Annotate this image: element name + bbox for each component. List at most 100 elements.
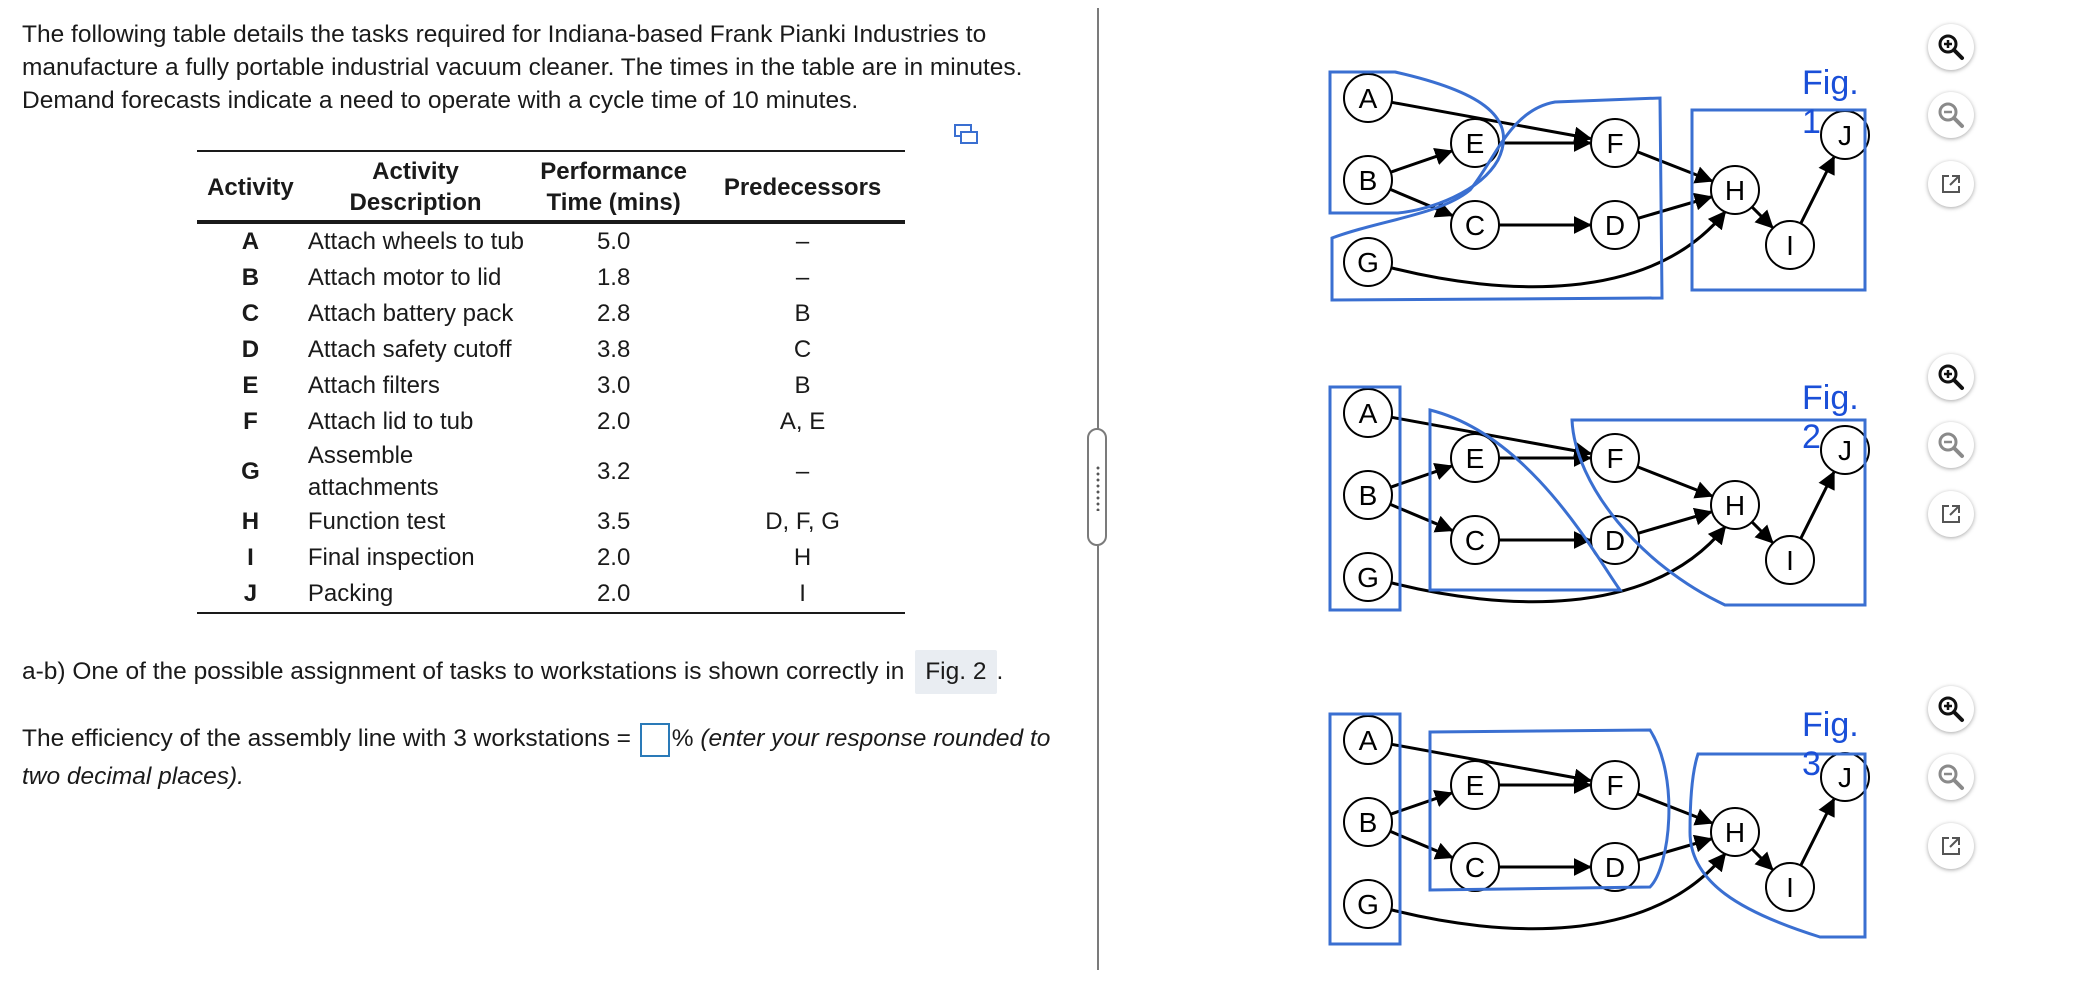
cell-description: Packing xyxy=(303,576,528,614)
node-f-label: F xyxy=(1606,128,1623,159)
edge-I-J xyxy=(1799,470,1836,540)
node-f-circle xyxy=(1590,433,1640,483)
open-external-icon xyxy=(1939,502,1963,526)
question-efficiency: The efficiency of the assembly line with… xyxy=(22,720,1072,796)
node-g-label: G xyxy=(1357,247,1379,278)
edge-B-E xyxy=(1390,147,1454,174)
node-g-label: G xyxy=(1357,889,1379,920)
efficiency-input[interactable] xyxy=(639,722,670,757)
node-i-label: I xyxy=(1786,872,1794,903)
cell-time: 2.0 xyxy=(596,408,631,435)
cell-time: 3.2 xyxy=(596,458,631,485)
zoom-in-icon xyxy=(1937,695,1965,723)
cell-time: 2.0 xyxy=(596,544,631,571)
zoom-out-button-fig3[interactable] xyxy=(1928,754,1974,800)
cell-description: Final inspection xyxy=(307,544,475,571)
node-i-circle xyxy=(1765,862,1815,912)
cell-description: Function test xyxy=(307,508,446,535)
node-a-label: A xyxy=(1359,83,1378,114)
node-a-circle xyxy=(1343,73,1393,123)
figure-label: Fig. 1 xyxy=(1802,64,1859,141)
zoom-in-icon xyxy=(1937,363,1965,391)
cell-description: Assemble attachments xyxy=(307,442,439,501)
header-description: Activity Description xyxy=(303,150,528,224)
cell-predecessors: – xyxy=(795,228,810,255)
cell-activity: A xyxy=(241,228,260,255)
edge-D-H xyxy=(1637,834,1713,862)
zoom-in-button-fig2[interactable] xyxy=(1928,354,1974,400)
node-d-label: D xyxy=(1605,210,1625,241)
edge-B-C xyxy=(1389,187,1454,218)
node-c-label: C xyxy=(1465,210,1485,241)
cell-description: Attach lid to tub xyxy=(307,408,474,435)
node-e-circle xyxy=(1450,433,1500,483)
answer-dropdown[interactable]: Fig. 2 xyxy=(915,650,997,694)
node-f-circle xyxy=(1590,760,1640,810)
edge-A-F xyxy=(1391,415,1593,460)
node-e-label: E xyxy=(1466,443,1485,474)
open-external-button-fig3[interactable] xyxy=(1928,823,1974,869)
cell-description: Attach filters xyxy=(307,372,440,399)
question-ab-period: . xyxy=(996,658,1004,685)
cell-activity: E xyxy=(242,372,259,399)
node-g-label: G xyxy=(1357,562,1379,593)
cell-predecessors: B xyxy=(794,372,811,399)
zoom-out-button-fig1[interactable] xyxy=(1928,92,1974,138)
efficiency-unit: % xyxy=(671,725,694,752)
question-panel: The following table details the tasks re… xyxy=(22,21,1072,796)
zoom-out-button-fig2[interactable] xyxy=(1928,422,1974,468)
cell-predecessors: C xyxy=(793,336,812,363)
cell-activity: F xyxy=(243,408,258,435)
cell-activity: D xyxy=(241,336,260,363)
header-predecessors: Predecessors xyxy=(700,150,905,224)
node-j-label: J xyxy=(1838,435,1852,466)
workstation-boundary-1 xyxy=(1328,385,1402,612)
node-a-circle xyxy=(1343,715,1393,765)
node-j-circle xyxy=(1820,425,1870,475)
zoom-in-button-fig3[interactable] xyxy=(1928,686,1974,732)
task-table: Activity Activity Description Performanc… xyxy=(197,150,905,614)
cell-predecessors: D, F, G xyxy=(765,508,840,535)
figure-label: Fig. 2 xyxy=(1802,379,1859,456)
header-time-line2: Time (mins) xyxy=(546,189,681,216)
question-ab: a-b) One of the possible assignment of t… xyxy=(22,650,1003,694)
edge-F-H xyxy=(1636,465,1714,499)
cell-time: 3.5 xyxy=(596,508,631,535)
zoom-in-button-fig1[interactable] xyxy=(1928,24,1974,70)
cell-predecessors: B xyxy=(794,300,811,327)
edge-H-I xyxy=(1750,520,1774,544)
node-d-circle xyxy=(1590,515,1640,565)
node-j-label: J xyxy=(1838,762,1852,793)
open-external-button-fig2[interactable] xyxy=(1928,491,1974,537)
edge-I-J xyxy=(1799,155,1836,225)
question-ab-text: a-b) One of the possible assignment of t… xyxy=(22,658,905,685)
zoom-in-icon xyxy=(1937,33,1965,61)
node-b-circle xyxy=(1343,155,1393,205)
cell-description: Attach wheels to tub xyxy=(307,228,525,255)
efficiency-prompt: The efficiency of the assembly line with… xyxy=(22,725,631,752)
node-d-label: D xyxy=(1605,852,1625,883)
node-d-circle xyxy=(1590,200,1640,250)
copy-table-icon[interactable] xyxy=(952,122,980,148)
node-f-label: F xyxy=(1606,770,1623,801)
panel-resize-handle[interactable] xyxy=(1087,428,1107,546)
zoom-out-icon xyxy=(1937,431,1965,459)
cell-activity: G xyxy=(241,458,260,485)
open-external-button-fig1[interactable] xyxy=(1928,161,1974,207)
edge-G-H xyxy=(1391,525,1727,604)
cell-description: Attach battery pack xyxy=(307,300,514,327)
zoom-out-icon xyxy=(1937,763,1965,791)
cell-activity: B xyxy=(241,264,260,291)
cell-time: 2.8 xyxy=(596,300,631,327)
edge-H-I xyxy=(1750,847,1774,871)
